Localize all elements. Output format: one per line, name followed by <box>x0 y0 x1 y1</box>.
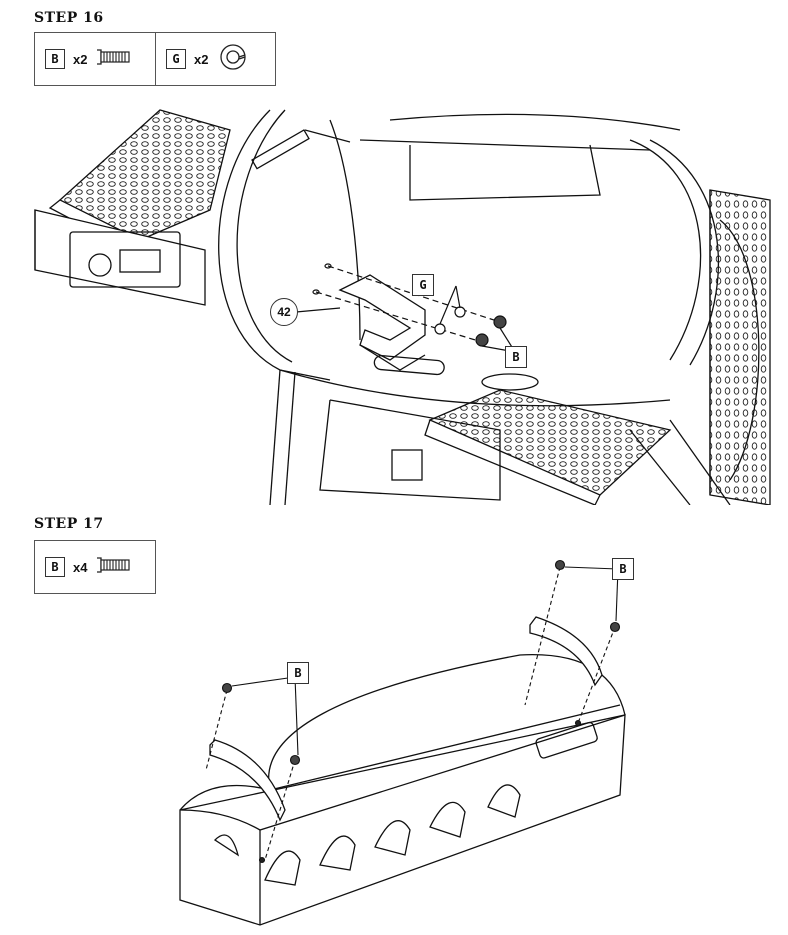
lock-washer-icon <box>216 42 250 76</box>
step-17-parts-box: B x4 <box>34 540 156 594</box>
bolt-icon <box>95 556 131 578</box>
part-b-cell-step17: B x4 <box>35 541 155 593</box>
step-16-grill-illustration <box>34 109 771 505</box>
part-42-callout: 42 <box>270 298 298 326</box>
step-17-title: STEP 17 <box>34 516 104 532</box>
left-bolt-b-callout: B <box>287 662 309 684</box>
part-qty-b-step17: x4 <box>73 559 88 575</box>
part-letter-b: B <box>45 49 65 69</box>
part-letter-g: G <box>166 49 186 69</box>
part-letter-b-step17: B <box>45 557 65 577</box>
step-16-title: STEP 16 <box>34 10 104 26</box>
right-bolt-b-callout: B <box>612 558 634 580</box>
part-g-cell: G x2 <box>155 33 276 85</box>
bolt-b-callout: B <box>505 346 527 368</box>
bolt-icon <box>95 48 131 70</box>
part-b-cell: B x2 <box>35 33 155 85</box>
part-qty-g: x2 <box>194 51 209 67</box>
washer-g-callout: G <box>412 274 434 296</box>
part-qty-b: x2 <box>73 51 88 67</box>
step-17-heat-shield-illustration <box>179 559 626 926</box>
step-16-parts-box: B x2 G x2 <box>34 32 276 86</box>
